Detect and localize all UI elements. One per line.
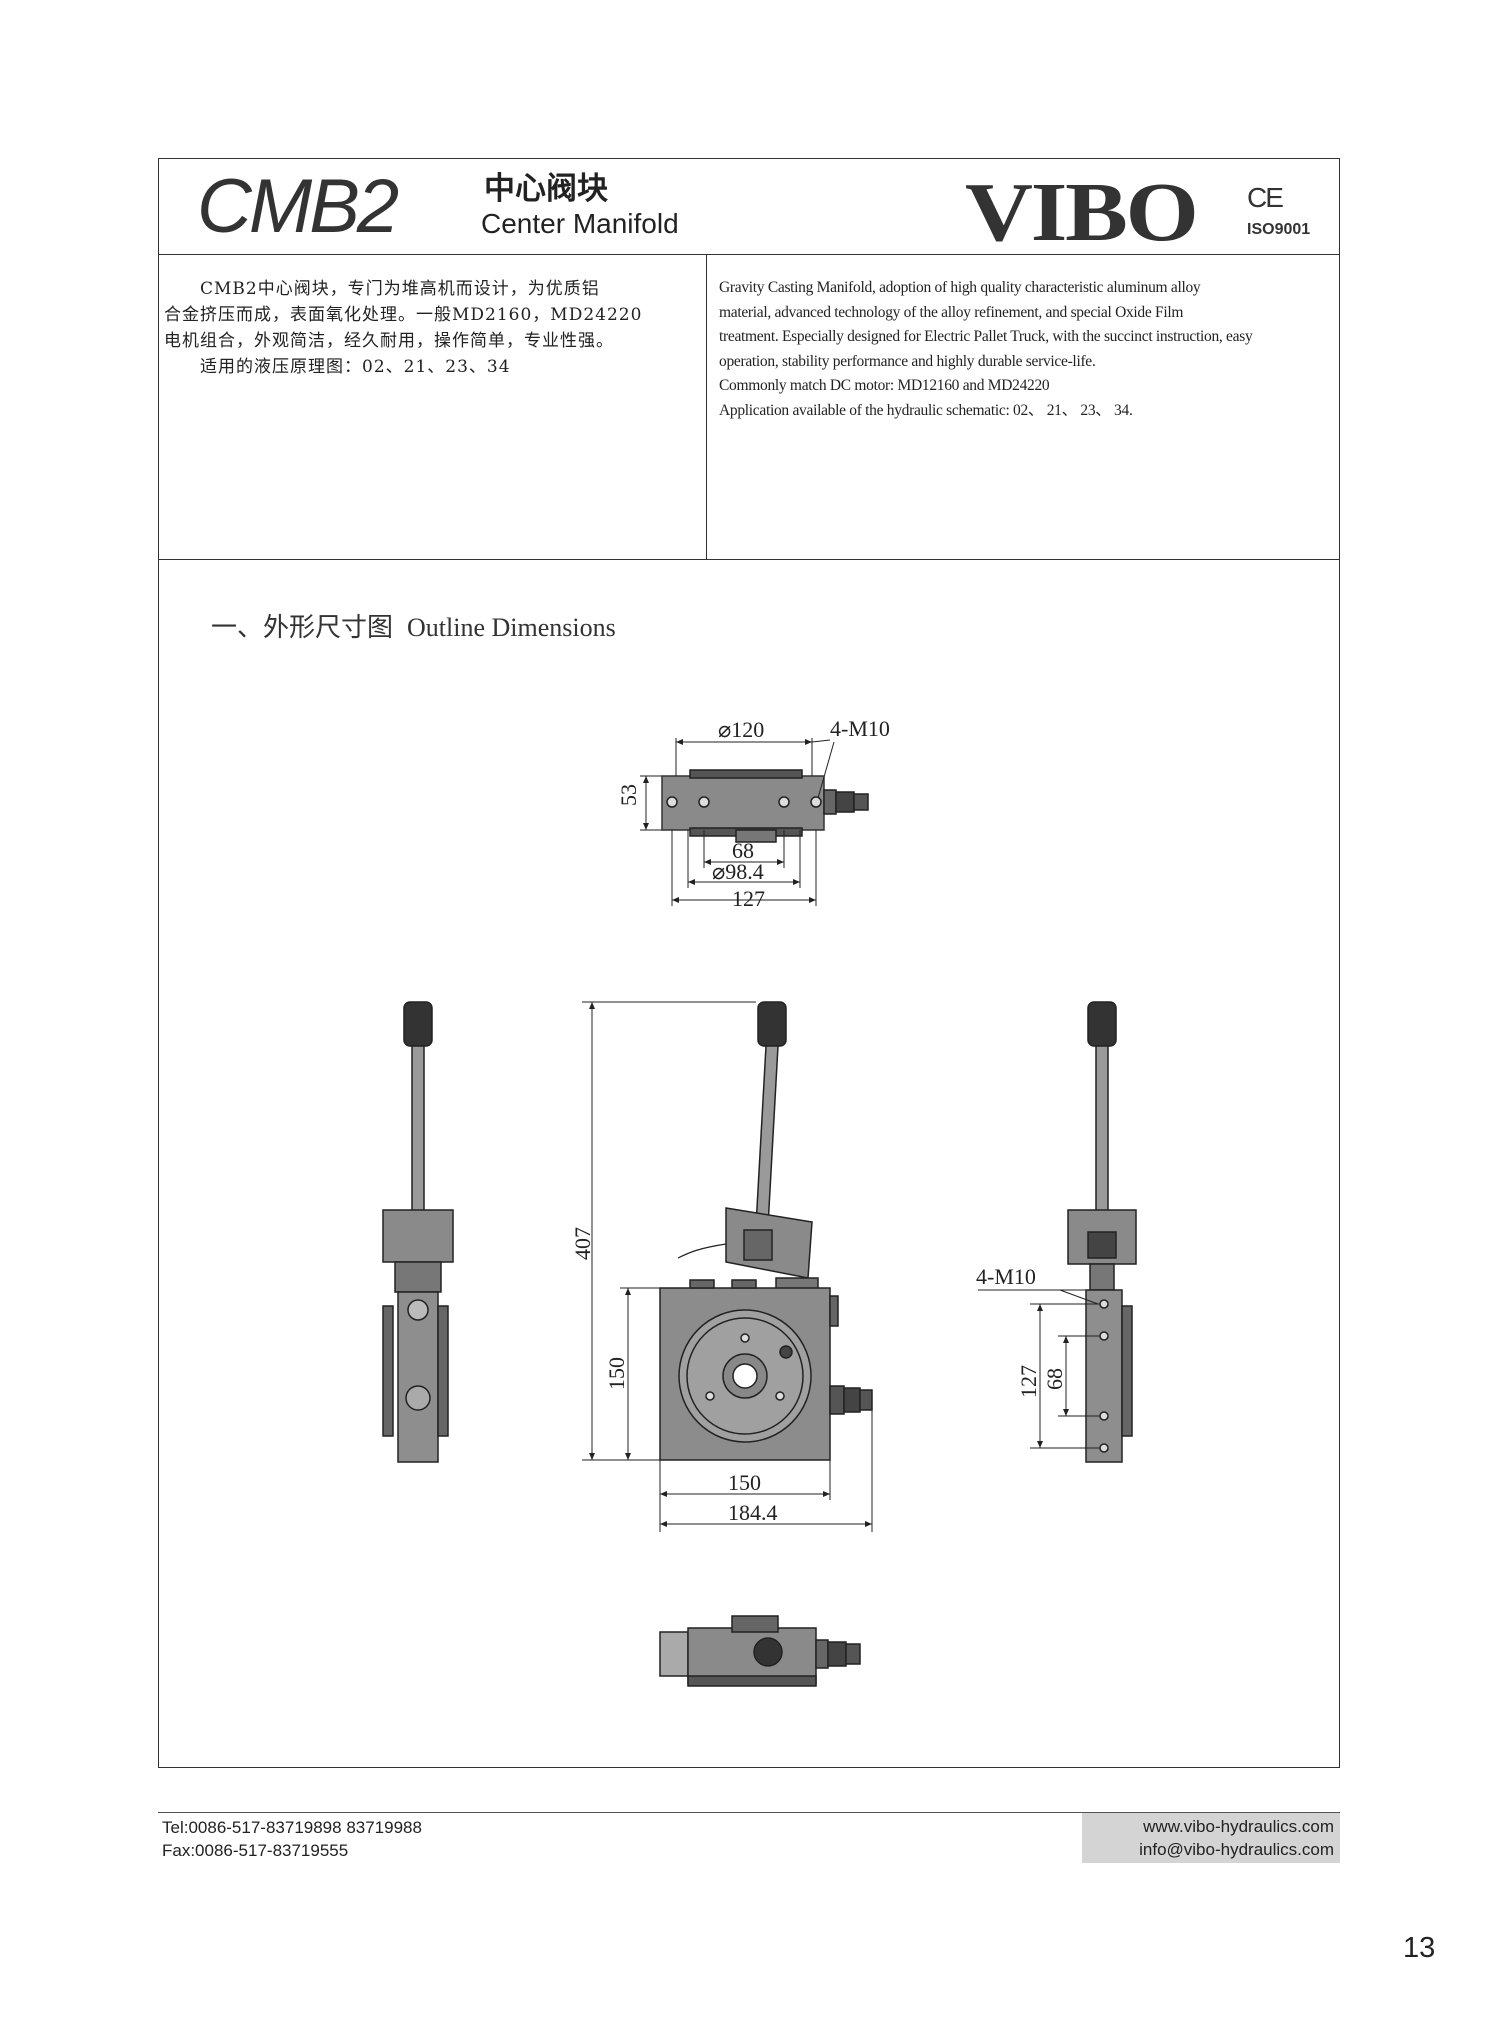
- cn-line: CMB2中心阀块，专门为堆高机而设计，为优质铝: [164, 279, 600, 299]
- footer-tel: Tel:0086-517-83719898 83719988: [162, 1818, 422, 1837]
- content-frame: CMB2 中心阀块 Center Manifold VIBO CE ISO900…: [158, 158, 1340, 1768]
- en-line: operation, stability performance and hig…: [719, 352, 1096, 370]
- en-line: Gravity Casting Manifold, adoption of hi…: [719, 279, 1201, 296]
- dim-front-height: 407: [570, 1227, 595, 1260]
- dim-side-127: 127: [1016, 1365, 1041, 1398]
- description-panel: CMB2中心阀块，专门为堆高机而设计，为优质铝 合金挤压而成，表面氧化处理。一般…: [159, 254, 1339, 560]
- footer-web-box: www.vibo-hydraulics.com info@vibo-hydrau…: [1082, 1813, 1340, 1863]
- description-english: Gravity Casting Manifold, adoption of hi…: [719, 276, 1329, 423]
- dim-top-diameter: ⌀120: [718, 717, 764, 742]
- iso-mark: ISO9001: [1247, 221, 1311, 238]
- description-chinese: CMB2中心阀块，专门为堆高机而设计，为优质铝 合金挤压而成，表面氧化处理。一般…: [164, 276, 694, 380]
- dim-side-thread: 4-M10: [976, 1264, 1036, 1289]
- dim-front-150-h: 150: [728, 1470, 761, 1495]
- dim-top-68: 68: [732, 838, 754, 863]
- title-chinese: 中心阀块: [484, 171, 608, 207]
- footer-fax: Fax:0086-517-83719555: [162, 1841, 349, 1860]
- model-name: CMB2: [197, 164, 399, 249]
- section-title-cn: 一、外形尺寸图: [211, 613, 394, 643]
- dim-top-height: 53: [616, 784, 641, 806]
- header-bar: CMB2 中心阀块 Center Manifold VIBO CE ISO900…: [159, 159, 1339, 255]
- cn-line: 合金挤压而成，表面氧化处理。一般MD2160，MD24220: [164, 305, 643, 325]
- en-line: material, advanced technology of the all…: [719, 303, 1184, 321]
- en-line: Application available of the hydraulic s…: [719, 401, 1133, 419]
- dim-front-150-v: 150: [604, 1357, 629, 1390]
- footer-email[interactable]: info@vibo-hydraulics.com: [1139, 1840, 1334, 1859]
- en-line: treatment. Especially designed for Elect…: [719, 328, 1253, 345]
- dim-front-184: 184.4: [728, 1500, 778, 1525]
- top-view: [640, 738, 869, 906]
- cn-line: 电机组合，外观简洁，经久耐用，操作简单，专业性强。: [164, 331, 614, 351]
- footer-website[interactable]: www.vibo-hydraulics.com: [1143, 1817, 1334, 1836]
- dim-top-thread: 4-M10: [830, 716, 890, 741]
- bottom-view: [659, 1615, 861, 1687]
- section-title: 一、外形尺寸图 Outline Dimensions: [211, 607, 616, 644]
- right-side-view: [978, 1001, 1137, 1463]
- column-divider: [706, 254, 707, 559]
- dim-top-127: 127: [732, 886, 765, 911]
- cn-line: 适用的液压原理图：02、21、23、34: [164, 357, 511, 377]
- ce-mark: CE: [1247, 182, 1284, 213]
- left-side-view: [382, 1001, 454, 1463]
- dim-top-984: ⌀98.4: [712, 859, 764, 884]
- page-number: 13: [1403, 1932, 1436, 1964]
- brand-logo: VIBO: [965, 166, 1199, 259]
- footer-contact: Tel:0086-517-83719898 83719988 Fax:0086-…: [162, 1816, 422, 1862]
- section-title-en: Outline Dimensions: [407, 613, 616, 642]
- front-view: [582, 1001, 873, 1532]
- dim-side-68: 68: [1042, 1368, 1067, 1390]
- title-english: Center Manifold: [481, 208, 679, 239]
- en-line: Commonly match DC motor: MD12160 and MD2…: [719, 377, 1050, 394]
- footer-divider: [158, 1812, 1340, 1813]
